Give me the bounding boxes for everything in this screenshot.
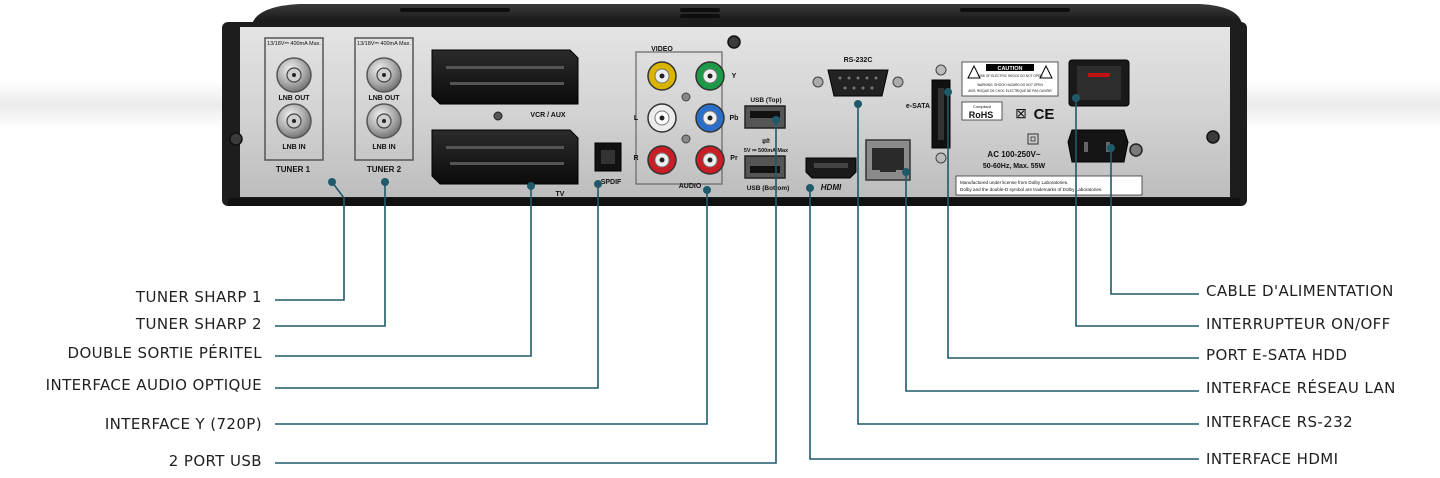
- tuner-2-lnb-in-label: LNB IN: [372, 144, 395, 151]
- rca-pb-blue-jack[interactable]: [695, 103, 725, 133]
- leader-tuner-1: [275, 181, 345, 301]
- hdmi-port[interactable]: HDMI: [805, 157, 857, 192]
- rear-panel: [240, 27, 1230, 197]
- callout-cable-alimentation: CABLE D'ALIMENTATION: [1206, 282, 1394, 300]
- tuner-2-name: TUNER 2: [367, 165, 402, 174]
- rs232-label: RS-232C: [844, 57, 873, 64]
- rca-y-green-jack[interactable]: [695, 61, 725, 91]
- callout-interrupteur-on-off: INTERRUPTEUR ON/OFF: [1206, 315, 1391, 333]
- ac-rating-line-2: 50-60Hz, Max. 55W: [983, 163, 1046, 170]
- callout-port-esata-hdd: PORT E-SATA HDD: [1206, 346, 1348, 364]
- usb-symbol-icon: ⇌: [762, 136, 770, 147]
- leader-lan: [905, 172, 1199, 392]
- shock-triangle-icon: [1039, 64, 1053, 79]
- lan-rj45-port[interactable]: [865, 139, 911, 181]
- warning-line-2: AVIS: RISQUE DE CHOC ELECTRIQUE NE PAS O…: [968, 89, 1052, 93]
- audio-label: AUDIO: [679, 183, 702, 190]
- safety-labels: CAUTION RISK OF ELECTRIC SHOCK DO NOT OP…: [955, 61, 1143, 196]
- spdif-label: SPDIF: [601, 179, 622, 186]
- leader-endpoints: [328, 88, 1115, 194]
- rca-screws: [681, 92, 691, 144]
- ac-rating-line-1: AC 100-250V~: [987, 150, 1040, 159]
- rohs-text: RoHS: [969, 110, 994, 120]
- warning-triangle-icon: [967, 64, 981, 79]
- video-label: VIDEO: [651, 46, 673, 53]
- tuner-2-lnb-out-label: LNB OUT: [368, 95, 400, 102]
- tuner-1-lnb-out-label: LNB OUT: [278, 95, 310, 102]
- rca-audio-left-white-jack[interactable]: [647, 103, 677, 133]
- leader-lines: [275, 92, 1199, 464]
- rohs-compliant-text: Compliant: [973, 104, 992, 109]
- l-label: L: [634, 115, 639, 122]
- scart-bottom-label: TV: [556, 191, 565, 198]
- power-inlet[interactable]: [1067, 129, 1129, 163]
- tuner-2-module: 13/18V⎓ 400mA Max. LNB OUT LNB IN TUNER …: [354, 37, 414, 174]
- callout-2-port-usb: 2 PORT USB: [168, 452, 262, 470]
- callout-tuner-sharp-1: TUNER SHARP 1: [135, 288, 262, 306]
- callout-tuner-sharp-2: TUNER SHARP 2: [135, 315, 262, 333]
- dolby-line-2: Dolby and the double-D symbol are tradem…: [960, 187, 1102, 192]
- ce-mark: CE: [1034, 106, 1055, 123]
- usb-bottom-label: USB (Bottom): [747, 185, 790, 192]
- pr-label: Pr: [730, 155, 738, 162]
- warning-line-1: WARNING: SHOCK HAZARD DO NOT OPEN: [977, 83, 1043, 87]
- panel-screws: [229, 35, 1220, 157]
- caution-subtext: RISK OF ELECTRIC SHOCK DO NOT OPEN: [978, 74, 1043, 78]
- chassis-top: [252, 4, 1242, 24]
- rca-video-yellow-jack[interactable]: [647, 61, 677, 91]
- rca-audio-right-red-jack[interactable]: [647, 145, 677, 175]
- hdmi-label: HDMI: [821, 183, 842, 192]
- scart-tv-port[interactable]: TV: [431, 129, 579, 198]
- callout-interface-audio-optique: INTERFACE AUDIO OPTIQUE: [45, 376, 262, 394]
- caution-text: CAUTION: [997, 66, 1022, 72]
- scart-vcr-aux-port[interactable]: VCR / AUX: [431, 49, 579, 121]
- rohs-badge: [961, 101, 1003, 121]
- callout-double-sortie-peritel: DOUBLE SORTIE PÉRITEL: [67, 344, 262, 362]
- top-vents: [400, 8, 1070, 18]
- usb-top-label: USB (Top): [750, 97, 781, 104]
- tuner-2-spec: 13/18V⎓ 400mA Max.: [357, 41, 411, 47]
- rca-av-block: VIDEO AUDIO L R Y Pb Pr: [633, 46, 738, 190]
- tuner-1-spec: 13/18V⎓ 400mA Max.: [267, 41, 321, 47]
- tuner-1-name: TUNER 1: [276, 165, 311, 174]
- weee-bin-icon: ⊠: [1015, 105, 1027, 121]
- leader-power-switch: [1075, 98, 1199, 327]
- power-switch[interactable]: [1068, 59, 1130, 107]
- dolby-line-1: Manufactured under license from Dolby La…: [960, 180, 1068, 185]
- callout-interface-y: INTERFACE Y (720P): [104, 415, 262, 433]
- leader-component: [275, 190, 708, 425]
- callout-interface-rs232: INTERFACE RS-232: [1206, 413, 1354, 431]
- esata-port[interactable]: e-SATA: [906, 64, 951, 164]
- leader-tuner-2: [275, 182, 386, 327]
- leader-esata: [947, 92, 1199, 359]
- tuner-1-lnb-in-label: LNB IN: [282, 144, 305, 151]
- scart-top-label: VCR / AUX: [530, 112, 565, 119]
- y-label: Y: [732, 73, 737, 80]
- dolby-notice: [955, 175, 1143, 196]
- leader-usb: [275, 120, 777, 464]
- callout-interface-reseau-lan: INTERFACE RÉSEAU LAN: [1206, 379, 1396, 397]
- chassis-bottom-edge: [228, 198, 1240, 206]
- rca-pr-red-jack[interactable]: [695, 145, 725, 175]
- double-insulation-icon: [1027, 133, 1039, 145]
- usb-power-label: 5V ⎓ 500mA Max: [744, 148, 789, 154]
- r-label: R: [633, 155, 638, 162]
- leader-rs232: [857, 104, 1199, 425]
- leader-spdif: [275, 184, 599, 389]
- tuner-1-module: 13/18V⎓ 400mA Max. LNB OUT LNB IN TUNER …: [264, 37, 324, 174]
- leader-hdmi: [809, 188, 1199, 460]
- leader-scart: [275, 186, 532, 357]
- power-switch-indicator: [1088, 73, 1110, 77]
- leader-power-inlet: [1110, 148, 1199, 295]
- rs232-port[interactable]: RS-232C: [812, 57, 904, 97]
- pb-label: Pb: [730, 115, 739, 122]
- callout-interface-hdmi: INTERFACE HDMI: [1206, 450, 1339, 468]
- spdif-optical-port[interactable]: SPDIF: [594, 142, 622, 186]
- esata-label: e-SATA: [906, 103, 930, 110]
